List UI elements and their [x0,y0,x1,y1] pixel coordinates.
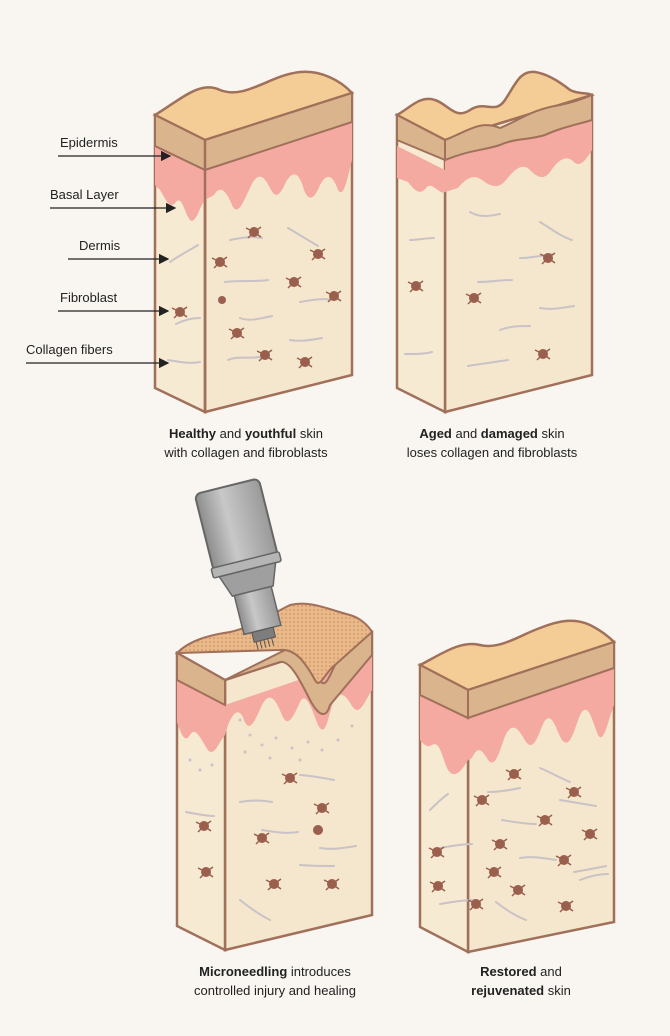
label-fibroblast: Fibroblast [60,290,117,305]
label-epidermis: Epidermis [60,135,118,150]
panel-healthy [155,72,352,412]
caption-restored: Restored and rejuvenated skin [401,962,641,1000]
caption-microneedling: Microneedling introduces controlled inju… [155,962,395,1000]
panel-restored [420,621,614,952]
caption-healthy: Healthy and youthful skin with collagen … [126,424,366,462]
label-dermis: Dermis [79,238,120,253]
label-basal-layer: Basal Layer [50,187,119,202]
label-collagen-fibers: Collagen fibers [26,342,113,357]
caption-aged: Aged and damaged skin loses collagen and… [372,424,612,462]
panel-microneedling [177,604,372,950]
panel-aged [397,72,592,412]
